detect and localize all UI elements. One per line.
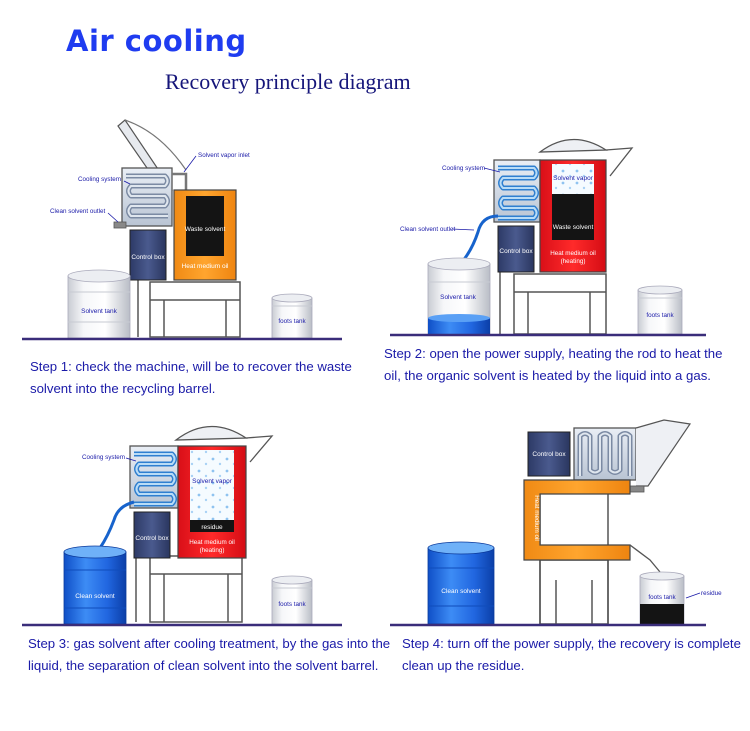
page-title: Air cooling xyxy=(66,24,247,58)
cooling-system-label: Cooling system xyxy=(442,165,485,172)
clean-solvent-outlet-label: Clean solvent outlet xyxy=(50,208,106,215)
panel-step1: Control box Waste solvent Heat medium oi… xyxy=(22,119,342,341)
closed-lid xyxy=(537,138,609,153)
panel-step3: Control box Solvent vapor residue Heat m… xyxy=(22,425,342,627)
foots-tank-label: foots tank xyxy=(648,594,676,601)
residue-in-tank xyxy=(640,604,684,624)
closed-lid xyxy=(174,425,249,441)
solvent-tank xyxy=(427,541,495,625)
residue-label: residue xyxy=(701,590,722,597)
cooling-system-label: Cooling system xyxy=(78,176,121,183)
foots-tank-label: foots tank xyxy=(278,318,306,325)
outlet-pipe xyxy=(460,214,499,263)
residue-label: residue xyxy=(201,524,223,531)
panel-step4: Control box Heat medium oil Clean solven… xyxy=(390,419,722,627)
control-box xyxy=(129,229,167,281)
foots-tank-label: foots tank xyxy=(646,312,674,319)
step2-caption: Step 2: open the power supply, heating t… xyxy=(384,343,722,387)
heating-label: (heating) xyxy=(561,258,586,265)
control-box xyxy=(527,431,571,477)
tipped-heating-tank xyxy=(523,479,631,561)
step3-caption: Step 3: gas solvent after cooling treatm… xyxy=(28,633,390,677)
control-box xyxy=(497,225,535,273)
solvent-tank xyxy=(427,257,491,335)
clean-solvent-label: Clean solvent xyxy=(75,593,115,600)
control-box-label: Control box xyxy=(131,254,165,261)
machine-stand xyxy=(135,552,243,623)
step3-caption-line1: Step 3: gas solvent after cooling treatm… xyxy=(28,636,391,651)
solvent-vapor-inlet-label: Solvent vapor inlet xyxy=(198,152,250,159)
panel-step2: Control box Solvent vapor Waste solvent … xyxy=(390,138,706,337)
open-lid xyxy=(635,419,692,487)
step1-caption-line1: Step 1: check the machine, will be to re… xyxy=(30,359,352,374)
waste-solvent-liquid xyxy=(186,196,224,256)
heat-medium-oil-label: Heat medium oil xyxy=(189,539,235,546)
solvent-tank xyxy=(63,545,127,625)
step1-caption: Step 1: check the machine, will be to re… xyxy=(30,356,352,400)
control-box-label: Control box xyxy=(532,451,566,458)
foots-tank xyxy=(271,575,313,625)
foots-tank xyxy=(271,293,313,339)
clean-solvent-outlet-label: Clean solvent outlet xyxy=(400,226,456,233)
page-subtitle: Recovery principle diagram xyxy=(165,69,411,94)
step2-caption-line1: Step 2: open the power supply, heating t… xyxy=(384,346,723,361)
step3-caption-line2: liquid, the separation of clean solvent … xyxy=(28,658,379,673)
clean-solvent-label: Clean solvent xyxy=(441,588,481,595)
solvent-vapor-label: Solvent vapor xyxy=(192,478,233,485)
foots-tank-label: foots tank xyxy=(278,601,306,608)
heat-medium-oil-label: Heat medium oil xyxy=(182,263,230,270)
solvent-tank xyxy=(67,269,131,339)
residue-layer xyxy=(190,520,234,532)
step4-caption-line1: Step 4: turn off the power supply, the r… xyxy=(402,636,741,651)
outlet-pipe xyxy=(98,500,135,549)
step2-caption-line2: oil, the organic solvent is heated by th… xyxy=(384,368,711,383)
machine-stand xyxy=(499,265,607,335)
solvent-vapor-area xyxy=(190,450,234,520)
machine-stand xyxy=(137,260,241,338)
step4-caption: Step 4: turn off the power supply, the r… xyxy=(402,633,741,677)
waste-solvent-liquid xyxy=(552,194,594,240)
step4-caption-line2: clean up the residue. xyxy=(402,658,525,673)
solvent-vapor-label: Solvent vapor xyxy=(553,175,594,182)
step1-caption-line2: solvent into the recycling barrel. xyxy=(30,381,216,396)
control-box-label: Control box xyxy=(135,535,169,542)
foots-tank xyxy=(637,285,683,335)
solvent-tank-label: Solvent tank xyxy=(440,294,477,301)
solvent-vapor-area xyxy=(552,164,594,194)
control-box-label: Control box xyxy=(499,248,533,255)
waste-solvent-label: Waste solvent xyxy=(553,224,594,231)
control-box xyxy=(133,511,171,559)
heat-medium-oil-label: Heat medium oil xyxy=(550,250,596,257)
solvent-tank-label: Solvent tank xyxy=(81,308,118,315)
cooling-system-label: Cooling system xyxy=(82,454,125,461)
heat-medium-oil-label: Heat medium oil xyxy=(533,495,540,541)
waste-solvent-label: Waste solvent xyxy=(185,226,226,233)
heating-label: (heating) xyxy=(200,547,225,554)
